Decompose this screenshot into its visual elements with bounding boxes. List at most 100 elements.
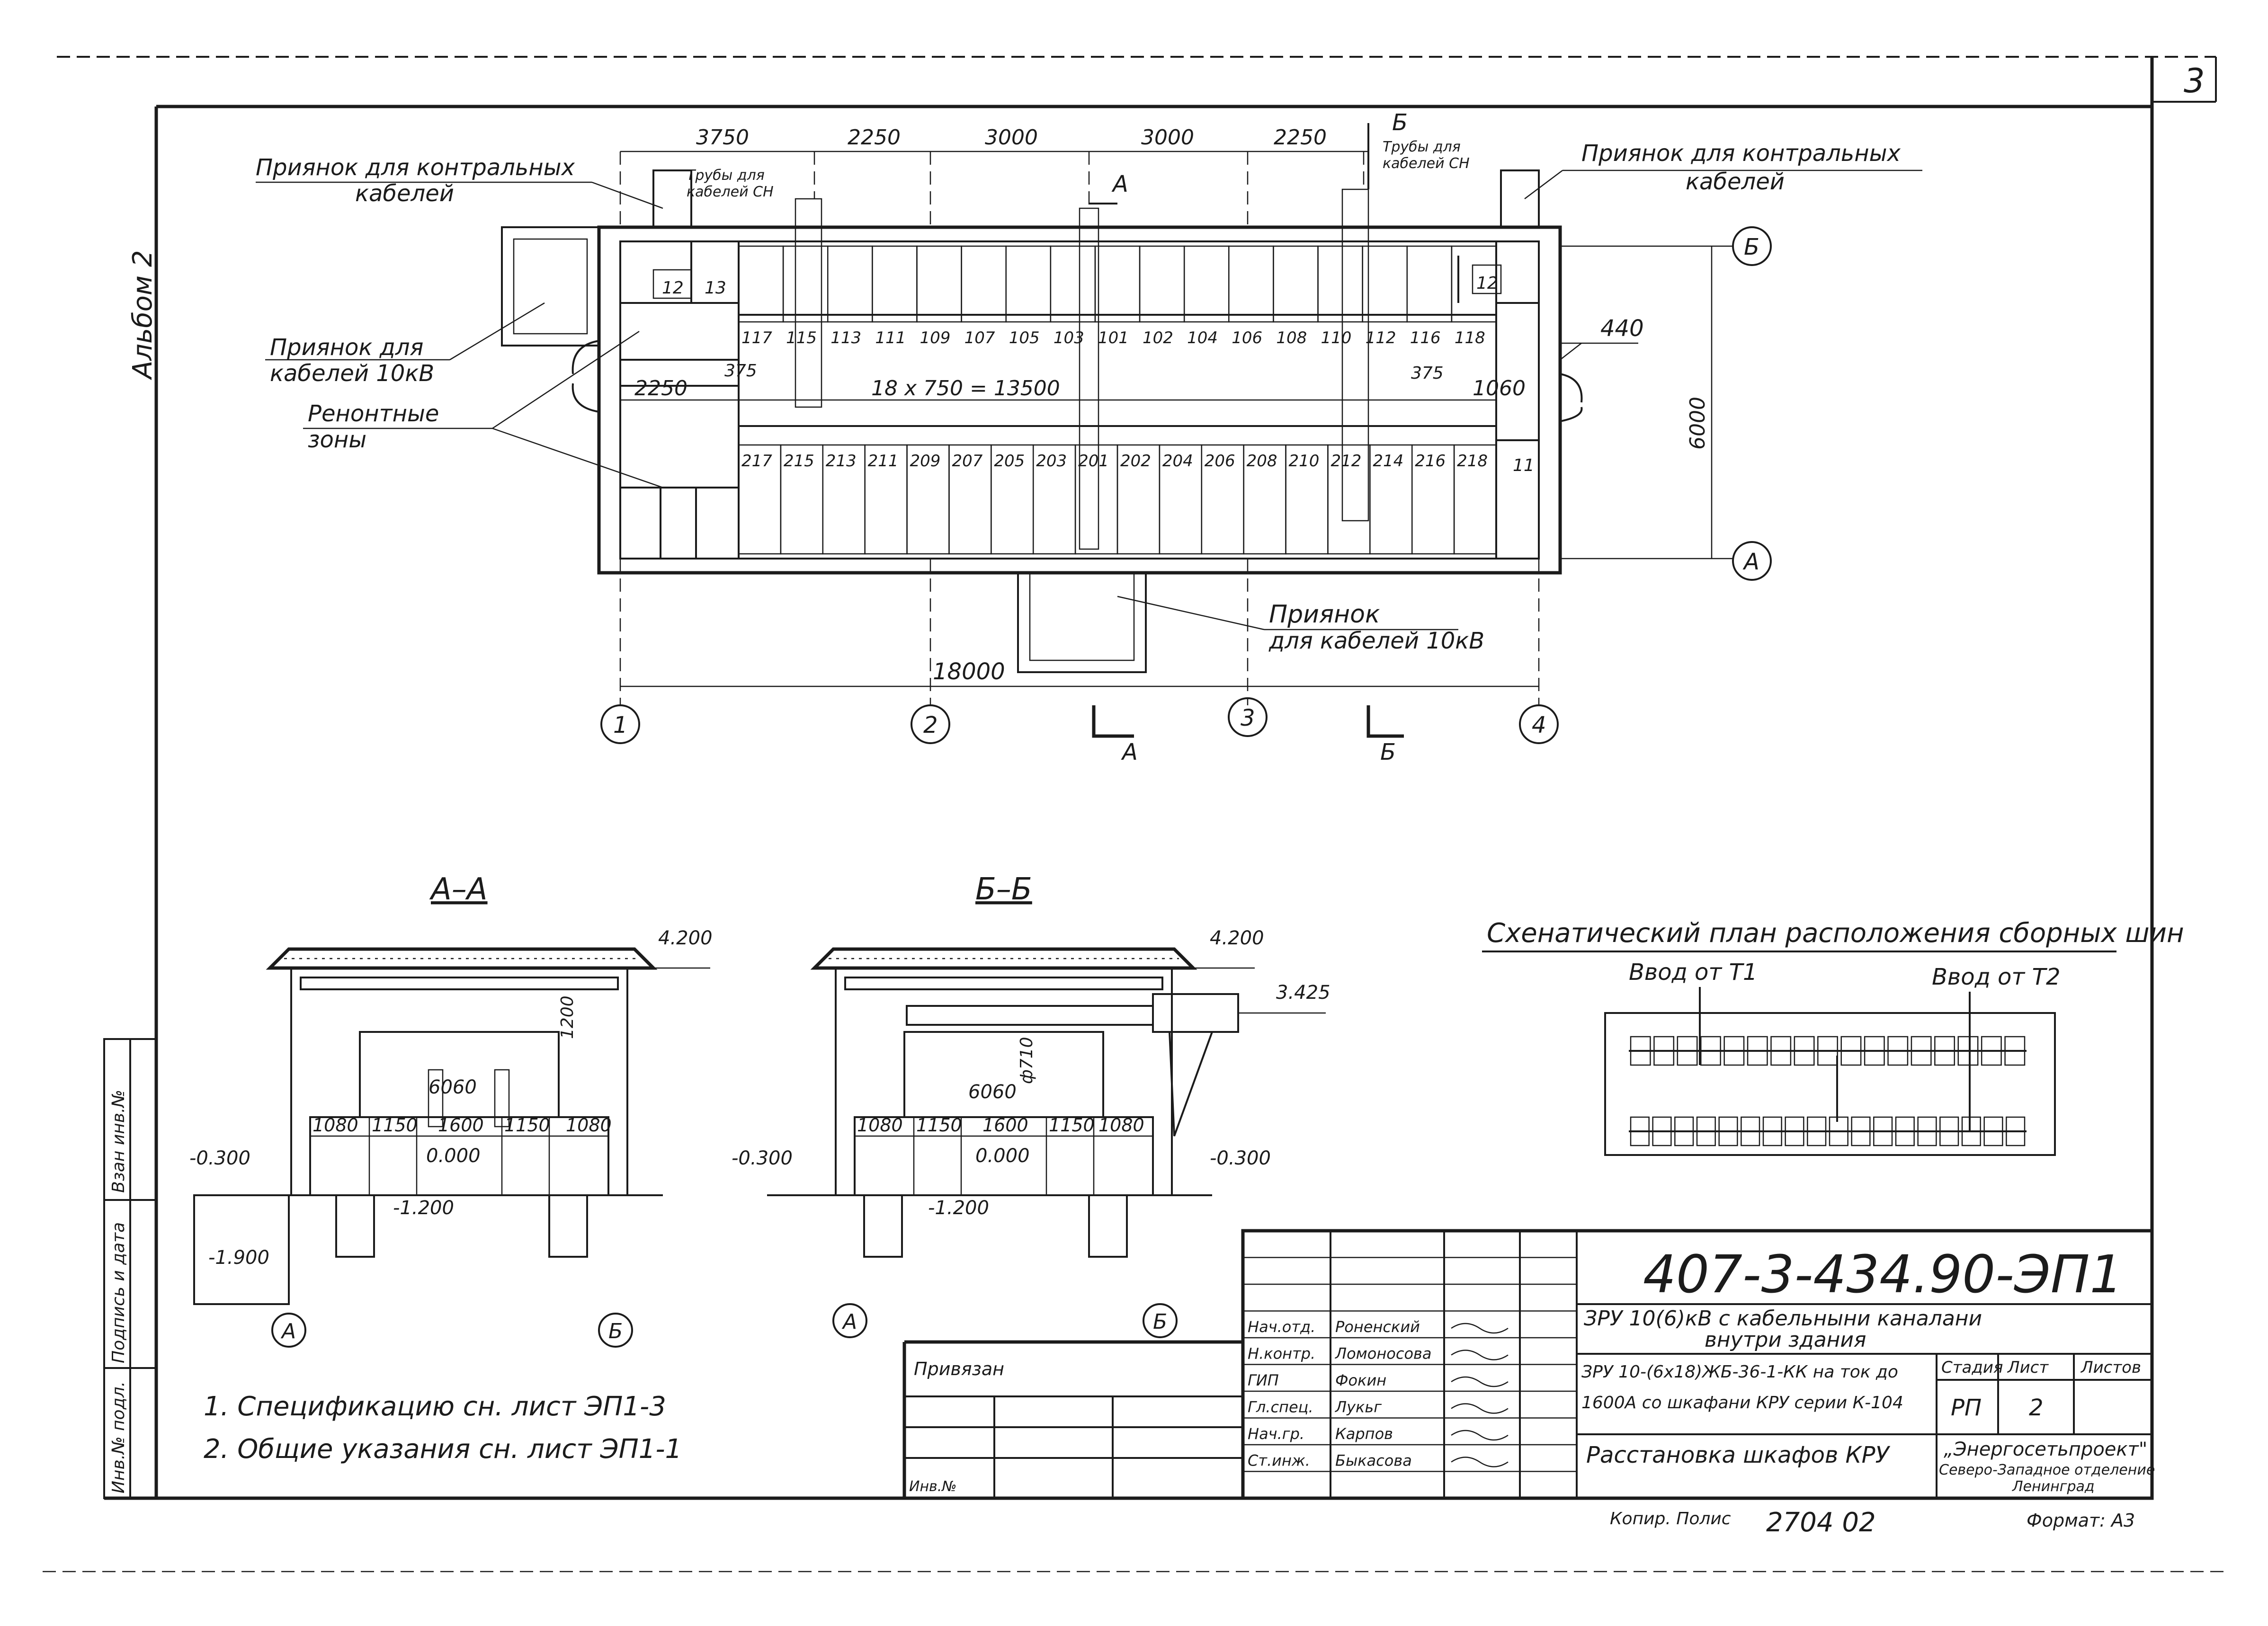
stamp-signature: Подпись и дата — [109, 1222, 128, 1363]
top-cabinet-number: 108 — [1276, 329, 1307, 347]
top-cabinet — [872, 245, 918, 323]
dim-440: 440 — [1600, 315, 1644, 342]
dim-2250-a: 2250 — [848, 125, 901, 150]
side-stamp: Взан инв.№ Подпись и дата Инв.№ подл. — [103, 1038, 157, 1499]
title-block: Привязан Инв.№ Нач.отд.РоненскийН.контр.… — [902, 1229, 2155, 1500]
bottom-cabinet-number: 208 — [1247, 452, 1277, 471]
dim-3750: 3750 — [696, 125, 749, 150]
pipe-cn-left — [795, 198, 822, 408]
busbar-cell — [1983, 1116, 2003, 1146]
copy-label: Копир. Полис — [1610, 1509, 1731, 1528]
tb-title-1: ЗРУ 10(6)кВ с кабельныни каналани — [1584, 1306, 1982, 1331]
top-cabinet-number: 118 — [1455, 329, 1485, 347]
top-cabinet — [1183, 245, 1230, 323]
busbar-cell — [1840, 1036, 1862, 1066]
section-mark-a-top: А — [1111, 171, 1128, 197]
busbar-cell — [1873, 1116, 1893, 1146]
aa-elev-top: 4.200 — [658, 927, 713, 949]
bottom-cabinet-number: 218 — [1457, 452, 1488, 471]
top-cabinet-number: 101 — [1098, 329, 1129, 347]
bb-elev-top: 4.200 — [1210, 927, 1264, 949]
label-control-right-2: кабелей — [1686, 169, 1785, 195]
tb-org-3: Ленинград — [2012, 1478, 2095, 1495]
top-cabinet — [1005, 245, 1052, 323]
busbar-cell — [1887, 1036, 1909, 1066]
busbar-scheme: Схенатический план расположения сборных … — [1482, 918, 2184, 1156]
busbar-cell — [1762, 1116, 1782, 1146]
dim-2250-left: 2250 — [634, 376, 688, 400]
section-cut-b — [1366, 705, 1404, 738]
top-cabinet-number: 115 — [786, 329, 817, 347]
stamp-vzam: Взан инв.№ — [109, 1090, 128, 1193]
dim-18000: 18000 — [933, 658, 1005, 685]
busbar-cell — [1723, 1036, 1745, 1066]
note-1: 1. Спецификацию сн. лист ЭП1-3 — [204, 1391, 666, 1422]
section-cut-a — [1092, 705, 1134, 738]
note-2: 2. Общие указания сн. лист ЭП1-1 — [204, 1434, 682, 1465]
tb-attached: Привязан — [914, 1359, 1004, 1379]
label-pit10-left-1: Приянок для — [270, 334, 423, 361]
tb-org-1: „Энергосетьпроект" — [1944, 1439, 2147, 1460]
bb-dim-phi: ф710 — [1017, 1037, 1036, 1084]
busbar-cell — [1794, 1036, 1815, 1066]
bottom-cabinet-number: 211 — [868, 452, 899, 471]
section-cut-a-label: А — [1121, 739, 1138, 765]
label-pit10-bottom-2: для кабелей 10кВ — [1268, 628, 1484, 654]
bottom-cabinet-number: 212 — [1330, 452, 1361, 471]
bottom-cabinet-number: 210 — [1289, 452, 1320, 471]
axis-2-marker — [911, 704, 950, 744]
bb-elev-floor: 0.000 — [975, 1145, 1030, 1167]
top-cabinet-number: 109 — [920, 329, 950, 347]
busbar-cell — [1829, 1116, 1848, 1146]
top-cabinet — [1451, 245, 1497, 323]
bb-elev-left: -0.300 — [732, 1147, 793, 1169]
top-cabinet-number: 107 — [964, 329, 995, 347]
busbar-cell — [1700, 1036, 1721, 1066]
busbar-cell — [1747, 1036, 1768, 1066]
svg-text:Б: Б — [1153, 1310, 1167, 1334]
busbar-bottom — [1629, 1116, 2027, 1146]
top-cabinet — [1228, 245, 1274, 323]
door-left-top — [571, 340, 599, 374]
axis-4-label: 4 — [1532, 712, 1546, 738]
busbar-cell — [1741, 1116, 1760, 1146]
aa-dim-1200: 1200 — [558, 995, 577, 1039]
aa-cabinet-top — [359, 1031, 560, 1118]
dim-6000: 6000 — [1686, 397, 1710, 450]
bb-dim-1080-a: 1080 — [857, 1115, 903, 1136]
busbar-cell — [2006, 1116, 2026, 1146]
label-pipes-left-1: Трубы для — [687, 167, 765, 184]
label-pipes-right-2: кабелей СН — [1383, 155, 1470, 172]
busbar-cell — [1652, 1116, 1672, 1146]
bottom-cabinet-number: 202 — [1120, 452, 1151, 471]
top-cabinet — [1050, 245, 1096, 323]
label-pipes-left-2: кабелей СН — [687, 184, 774, 200]
sheet-number: 3 — [2184, 62, 2205, 100]
pit-10kv-left — [501, 226, 600, 347]
top-cabinet — [827, 245, 873, 323]
bb-dim-1150-b: 1150 — [1049, 1115, 1095, 1136]
axis-3-marker — [1228, 697, 1268, 737]
tb-name: Ломоносова — [1335, 1345, 1432, 1363]
top-cabinet-number: 102 — [1143, 329, 1173, 347]
axis-a-label: А — [1742, 549, 1759, 575]
tb-signature — [1451, 1376, 1509, 1387]
axis-1-label: 1 — [613, 712, 628, 738]
bottom-cabinet-number: 204 — [1162, 452, 1193, 471]
top-cabinet-number: 112 — [1366, 329, 1396, 347]
stamp-inv: Инв.№ подл. — [109, 1381, 128, 1493]
busbar-box — [1604, 1012, 2056, 1156]
door-right-top — [1560, 373, 1583, 403]
bottom-cabinet-number: 207 — [952, 452, 982, 471]
top-cabinet-number: 117 — [741, 329, 772, 347]
aa-dim-1150-a: 1150 — [372, 1115, 418, 1136]
busbar-cell — [1851, 1116, 1871, 1146]
axis-a-marker — [1732, 541, 1772, 581]
label-pit10-left-2: кабелей 10кВ — [270, 360, 434, 387]
busbar-cell — [1696, 1116, 1716, 1146]
aa-pit — [193, 1194, 290, 1305]
aa-elev-left: -0.300 — [189, 1147, 250, 1169]
top-cabinet-number: 103 — [1054, 329, 1084, 347]
